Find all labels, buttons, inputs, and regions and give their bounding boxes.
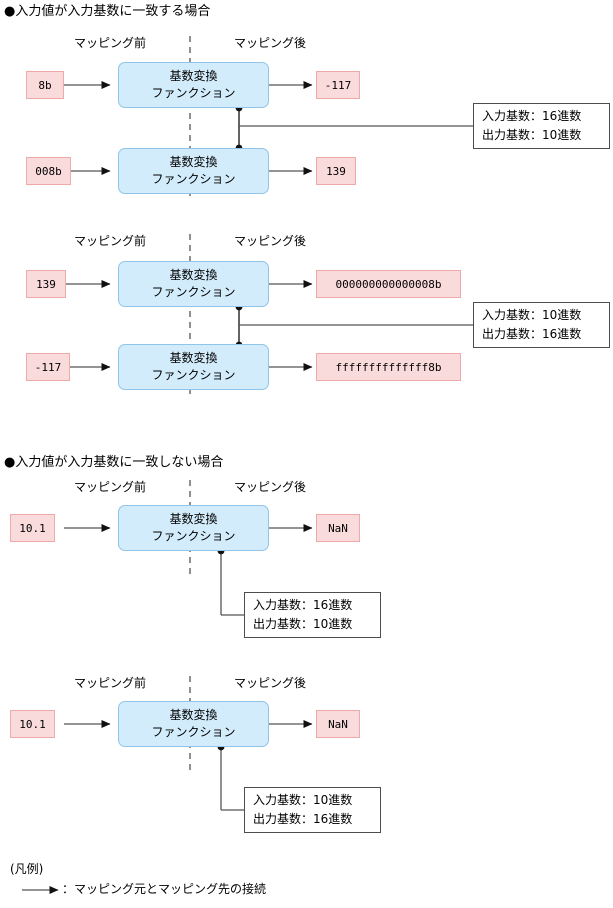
function-label-line1: 基数変換 [169, 512, 218, 526]
input-radix-label: 入力基数：10進数 [482, 308, 582, 322]
output-radix-label: 出力基数：10進数 [253, 617, 353, 631]
function-label-line2: ファンクション [151, 86, 236, 100]
conversion-function-box: 基数変換 ファンクション [118, 62, 269, 108]
input-value-chip: 8b [26, 71, 64, 99]
section-heading-not-matching: ●入力値が入力基数に一致しない場合 [4, 455, 224, 470]
output-radix-label: 出力基数：10進数 [482, 128, 582, 142]
caption-after-mapping: マッピング後 [233, 234, 306, 248]
radix-note-box: 入力基数：16進数 出力基数：10進数 [473, 103, 610, 149]
input-radix-label: 入力基数：16進数 [482, 109, 582, 123]
conversion-function-box: 基数変換 ファンクション [118, 701, 269, 747]
function-label-line1: 基数変換 [169, 351, 218, 365]
radix-note-box: 入力基数：16進数 出力基数：10進数 [244, 592, 381, 638]
function-label-line1: 基数変換 [169, 69, 218, 83]
input-value-chip: -117 [26, 353, 70, 381]
radix-note-box: 入力基数：10進数 出力基数：16進数 [244, 787, 381, 833]
function-label-line2: ファンクション [151, 172, 236, 186]
section-heading-matching: ●入力値が入力基数に一致する場合 [4, 4, 211, 19]
function-label-line2: ファンクション [151, 285, 236, 299]
input-value-chip: 008b [26, 157, 71, 185]
caption-after-mapping: マッピング後 [233, 676, 306, 690]
input-value-chip: 10.1 [10, 514, 55, 542]
output-value-chip: NaN [316, 710, 360, 738]
caption-before-mapping: マッピング前 [73, 36, 146, 50]
input-radix-label: 入力基数：16進数 [253, 598, 353, 612]
input-radix-label: 入力基数：10進数 [253, 793, 353, 807]
legend-title: (凡例) [10, 862, 44, 876]
function-label-line1: 基数変換 [169, 708, 218, 722]
input-value-chip: 10.1 [10, 710, 55, 738]
function-label-line2: ファンクション [151, 368, 236, 382]
conversion-function-box: 基数変換 ファンクション [118, 261, 269, 307]
input-value-chip: 139 [26, 270, 66, 298]
caption-before-mapping: マッピング前 [73, 676, 146, 690]
output-value-chip: 139 [316, 157, 356, 185]
conversion-function-box: 基数変換 ファンクション [118, 148, 269, 194]
output-radix-label: 出力基数：16進数 [253, 812, 353, 826]
function-label-line2: ファンクション [151, 725, 236, 739]
output-value-chip: 000000000000008b [316, 270, 461, 298]
function-label-line1: 基数変換 [169, 155, 218, 169]
caption-after-mapping: マッピング後 [233, 480, 306, 494]
caption-after-mapping: マッピング後 [233, 36, 306, 50]
radix-note-box: 入力基数：10進数 出力基数：16進数 [473, 302, 610, 348]
caption-before-mapping: マッピング前 [73, 480, 146, 494]
function-label-line2: ファンクション [151, 529, 236, 543]
conversion-function-box: 基数変換 ファンクション [118, 344, 269, 390]
caption-before-mapping: マッピング前 [73, 234, 146, 248]
conversion-function-box: 基数変換 ファンクション [118, 505, 269, 551]
output-value-chip: ffffffffffffff8b [316, 353, 461, 381]
output-value-chip: NaN [316, 514, 360, 542]
legend-description: ：マッピング元とマッピング先の接続 [62, 882, 267, 896]
output-value-chip: -117 [316, 71, 360, 99]
function-label-line1: 基数変換 [169, 268, 218, 282]
output-radix-label: 出力基数：16進数 [482, 327, 582, 341]
